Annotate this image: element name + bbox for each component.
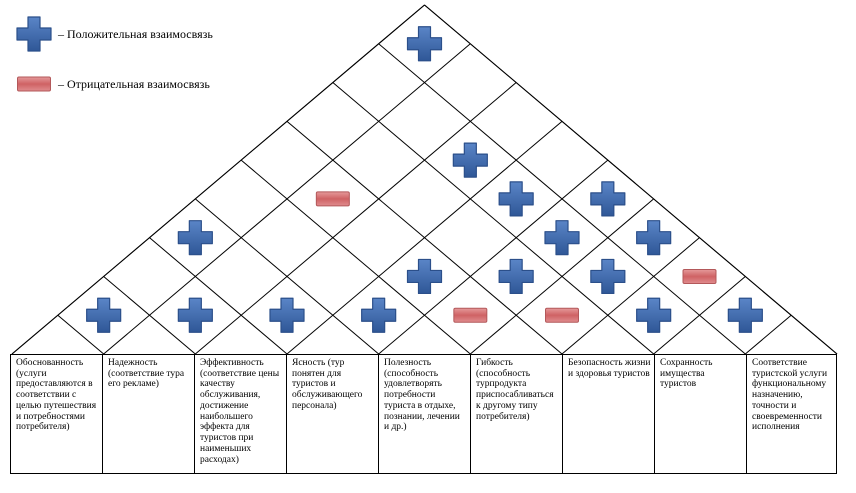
positive-correlation-icon: [177, 297, 213, 333]
legend-negative-label: – Отрицательная взаимосвязь: [58, 76, 210, 91]
requirement-cell: Сохранность имущества туристов: [655, 355, 747, 473]
positive-correlation-icon: [590, 258, 626, 295]
grid-line: [424, 4, 838, 355]
grid-line: [286, 120, 563, 355]
minus-icon: [14, 74, 54, 94]
requirement-text: Надежность (соответствие тура его реклам…: [108, 358, 185, 390]
requirement-cell: Гибкость (способность турпродукта приспо…: [471, 355, 563, 473]
negative-correlation-icon: [315, 191, 350, 207]
positive-correlation-icon: [498, 258, 534, 295]
legend-positive: – Положительная взаимосвязь: [14, 16, 213, 52]
positive-correlation-icon: [269, 297, 305, 333]
legend-negative: – Отрицательная взаимосвязь: [14, 74, 210, 94]
requirement-cell: Полезность (способность удовлетворять по…: [379, 355, 471, 473]
grid-line: [332, 82, 654, 355]
grid-line: [240, 159, 471, 355]
positive-correlation-icon: [177, 220, 213, 256]
positive-correlation-icon: [86, 297, 122, 333]
grid-line: [378, 43, 746, 355]
positive-correlation-icon: [361, 297, 397, 333]
positive-correlation-icon: [452, 142, 488, 178]
requirement-text: Соответствие туристской услуги функциона…: [752, 358, 828, 433]
requirements-table: Обоснованность (услуги предоставляются в…: [10, 354, 837, 474]
grid-line: [561, 237, 700, 355]
requirement-text: Гибкость (способность турпродукта приспо…: [476, 358, 554, 422]
negative-correlation-icon: [682, 268, 717, 284]
grid-line: [195, 198, 379, 355]
requirement-cell: Ясность (тур понятен для туристов и обсл…: [287, 355, 379, 473]
requirement-text: Ясность (тур понятен для туристов и обсл…: [292, 358, 363, 411]
positive-correlation-icon: [406, 26, 443, 62]
requirement-cell: Надежность (соответствие тура его реклам…: [103, 355, 195, 473]
negative-correlation-icon: [545, 307, 579, 323]
grid-line: [11, 4, 425, 355]
positive-correlation-icon: [636, 220, 672, 256]
grid-line: [57, 314, 104, 355]
requirement-cell: Эффективность (соответствие цены качеств…: [195, 355, 287, 473]
grid-line: [745, 314, 792, 355]
grid-line: [378, 159, 609, 355]
positive-correlation-icon: [636, 297, 672, 333]
requirement-text: Полезность (способность удовлетворять по…: [384, 358, 460, 433]
requirement-text: Обоснованность (услуги предоставляются в…: [16, 358, 97, 433]
grid-line: [103, 276, 196, 355]
requirement-text: Сохранность имущества туристов: [660, 358, 713, 390]
grid-line: [195, 82, 517, 355]
requirement-cell: Безопасность жизни и здоровья туристов: [563, 355, 655, 473]
positive-correlation-icon: [406, 258, 443, 295]
grid-line: [149, 237, 288, 355]
requirement-text: Безопасность жизни и здоровья туристов: [568, 358, 651, 379]
requirement-cell: Соответствие туристской услуги функциона…: [747, 355, 836, 473]
positive-correlation-icon: [544, 220, 580, 256]
legend-positive-label: – Положительная взаимосвязь: [58, 26, 213, 41]
requirement-cell: Обоснованность (услуги предоставляются в…: [11, 355, 103, 473]
positive-correlation-icon: [498, 181, 534, 217]
negative-correlation-icon: [453, 307, 488, 323]
positive-correlation-icon: [590, 181, 626, 217]
plus-icon: [14, 16, 54, 52]
positive-correlation-icon: [727, 297, 763, 333]
requirement-text: Эффективность (соответствие цены качеств…: [200, 358, 280, 465]
